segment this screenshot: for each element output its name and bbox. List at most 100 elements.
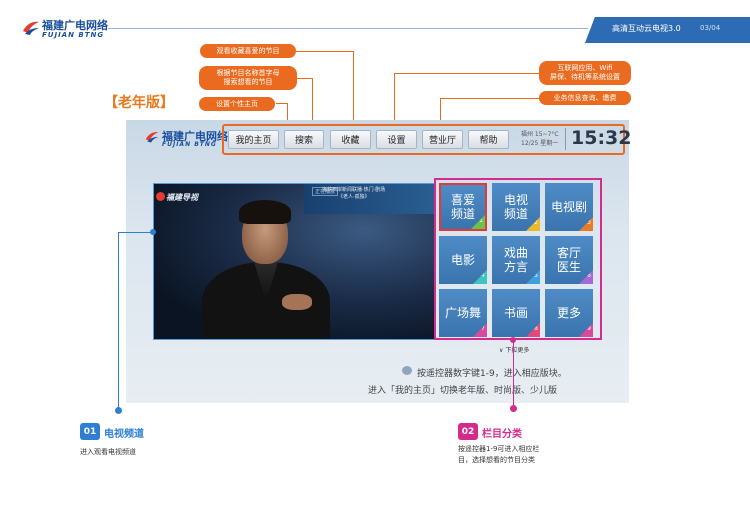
connector-line (312, 78, 313, 130)
category-tile-number: 5 (526, 270, 540, 284)
callout-settings: 设置个性主页 (199, 97, 275, 111)
page-number: 03/04 (700, 24, 721, 32)
presenter-hair (239, 200, 291, 224)
category-tile-label: 戏曲 方言 (503, 246, 528, 274)
category-tile-number: 9 (579, 323, 593, 337)
weather-info: 福州 15~7°C 12/25 星期一 (521, 130, 559, 148)
live-video[interactable]: 福建导视 正在播放 海峡西岸新闻联播·热门·剧场 《老人·孤独》 (153, 183, 435, 340)
more-hint[interactable]: ∨ 下拉更多 (499, 345, 529, 354)
nav-favorites-button[interactable]: 收藏 (330, 130, 371, 149)
header-rule (108, 28, 588, 29)
connector-line (276, 103, 288, 104)
nav-home-button[interactable]: 我的主页 (228, 130, 279, 149)
nav-highlight (222, 124, 625, 155)
category-grid-highlight (434, 178, 602, 340)
connector-dot (115, 407, 122, 414)
connector-line (296, 51, 354, 52)
category-tile-label: 喜爱 频道 (450, 193, 475, 221)
tip-number-keys: 按遥控器数字键1-9，进入相应版块。 (417, 369, 567, 379)
callout-hall-line2: 屏保、待机等系统设置 (550, 73, 620, 81)
callout-hall: 互联网应用、Wifi 屏保、待机等系统设置 (539, 61, 631, 85)
brand-swoosh-icon (23, 21, 39, 35)
category-tile-number: 6 (579, 270, 593, 284)
connector-line (440, 98, 441, 130)
speech-bubble-icon (402, 366, 412, 375)
category-tile[interactable]: 更多 9 (545, 289, 593, 337)
section-title: 栏目分类 (482, 429, 522, 440)
category-tile-number: 2 (526, 217, 540, 231)
callout-help: 业务信息查询、缴费 (539, 91, 631, 105)
tv-brand-name: 福建广电网络 (162, 130, 228, 143)
category-tile-number: 7 (473, 323, 487, 337)
callout-favorites: 观看收藏喜爱的节目 (200, 44, 296, 58)
category-tile-label: 电影 (450, 253, 475, 267)
connector-line (118, 232, 119, 410)
category-tile[interactable]: 书画 8 (492, 289, 540, 337)
connector-line (440, 98, 540, 99)
callout-search-line2: 搜索想看的节目 (223, 78, 273, 86)
callout-hall-line1: 互联网应用、Wifi (557, 64, 613, 72)
connector-line (353, 51, 354, 130)
program-line1: 海峡西岸新闻联播·热门·剧场 (322, 187, 386, 193)
connector-line (297, 78, 313, 79)
nav-help-button[interactable]: 帮助 (468, 130, 509, 149)
tv-brand-icon (145, 132, 159, 143)
channel-logo-icon (156, 192, 165, 201)
doc-title: 高清互动云电视3.0 (612, 24, 681, 33)
connector-dot (510, 337, 516, 343)
channel-name: 福建导视 (166, 193, 198, 202)
category-tile[interactable]: 广场舞 7 (439, 289, 487, 337)
category-tile[interactable]: 电影 4 (439, 236, 487, 284)
connector-line (287, 103, 288, 130)
brand-name: 福建广电网络 (42, 19, 108, 32)
video-banner (304, 184, 434, 214)
category-tile-label: 客厅 医生 (556, 246, 581, 274)
more-hint-text: 下拉更多 (505, 347, 530, 354)
weather-date: 12/25 星期一 (521, 140, 559, 147)
section-desc-line1: 按遥控器1-9可进入相应栏 (458, 445, 540, 453)
connector-line (513, 340, 514, 408)
category-tile-number: 8 (526, 323, 540, 337)
brand-logo: 福建广电网络 FUJIAN BTNG (22, 17, 122, 43)
clock-divider (565, 128, 566, 150)
now-playing-tag: 正在播放 (312, 187, 339, 196)
connector-dot (150, 229, 156, 235)
tip-switch-version: 进入「我的主页」切换老年版、时尚版、少儿版 (368, 386, 558, 396)
version-label: 【老年版】 (104, 95, 174, 111)
category-tile-label: 电视剧 (550, 200, 587, 214)
category-tile-number: 3 (579, 217, 593, 231)
category-tile-label: 更多 (556, 306, 581, 320)
weather-temp: 福州 15~7°C (521, 131, 559, 138)
connector-dot (510, 405, 517, 412)
category-tile[interactable]: 电视剧 3 (545, 183, 593, 231)
tv-brand-name-en: FUJIAN BTNG (162, 141, 217, 148)
nav-hall-button[interactable]: 营业厅 (422, 130, 463, 149)
nav-settings-button[interactable]: 设置 (376, 130, 417, 149)
program-line2: 《老人·孤独》 (338, 194, 370, 200)
connector-line (394, 73, 395, 130)
brand-name-en: FUJIAN BTNG (42, 31, 105, 39)
section-desc-line2: 目，选择想看的节目分类 (458, 456, 535, 464)
section-number-badge: 01 (80, 423, 100, 440)
section-title: 电视频道 (104, 429, 144, 440)
callout-search-line1: 根据节目名称首字母 (216, 69, 280, 77)
nav-search-button[interactable]: 搜索 (284, 130, 324, 149)
presenter-hand (282, 294, 312, 310)
category-tile-label: 书画 (503, 306, 528, 320)
section-desc: 按遥控器1-9可进入相应栏 目，选择想看的节目分类 (458, 444, 539, 466)
section-desc: 进入观看电视频道 (80, 448, 136, 456)
callout-search: 根据节目名称首字母 搜索想看的节目 (199, 66, 297, 90)
category-tile-number: 4 (473, 270, 487, 284)
clock-time: 15:32 (571, 127, 632, 149)
category-tile-label: 电视 频道 (503, 193, 528, 221)
connector-line (118, 232, 153, 233)
chevron-down-icon: ∨ (499, 347, 506, 354)
category-tile-label: 广场舞 (444, 306, 481, 320)
connector-line (394, 73, 540, 74)
header-tab (585, 17, 750, 43)
section-number-badge: 02 (458, 423, 478, 440)
